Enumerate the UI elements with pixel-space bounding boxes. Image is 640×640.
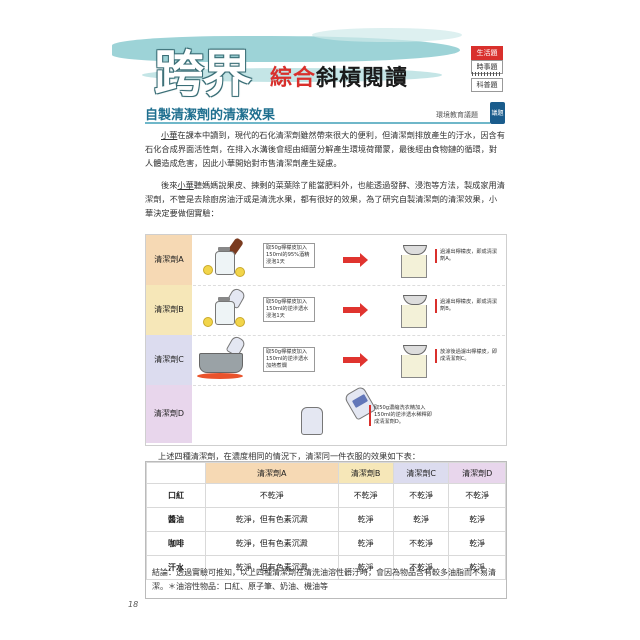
lemon-icon (203, 265, 213, 275)
result-note-b: 過濾出檸檬皮，即成清潔劑B。 (435, 299, 500, 313)
page-number: 18 (128, 600, 139, 609)
topic-icon-text: 議題 (491, 110, 504, 117)
step-note-c: 取50g檸檬皮加入150ml的逆滲透水加熱煮爛 (263, 347, 315, 372)
section-title: 自製清潔劑的清潔效果 (145, 108, 276, 123)
step-note-a: 取50g檸檬皮加入150ml的95%酒精浸泡1天 (263, 243, 315, 268)
results-table-wrapper: 清潔劑A 清潔劑B 清潔劑C 清潔劑D 口紅 不乾淨 不乾淨 不乾淨 不乾淨 醬… (145, 461, 507, 599)
row-area-b: 取50g檸檬皮加入150ml的逆滲透水浸泡1天 過濾出檸檬皮，即成清潔劑B。 (193, 285, 505, 336)
table-cell: 不乾淨 (392, 531, 450, 556)
underlined-name: 小華 (177, 180, 194, 190)
lemon-icon (203, 317, 213, 327)
tag-science: 科普題 (471, 78, 503, 92)
result-note-a: 過濾出檸檬皮，即成清潔劑A。 (435, 249, 500, 263)
banner-big-title: 跨界 (154, 44, 252, 103)
table-row: 醬油 乾淨，但有色素沉澱 乾淨 乾淨 乾淨 (146, 507, 506, 532)
banner-sub-title-red: 綜合 (270, 65, 317, 91)
table-cell: 乾淨 (448, 507, 506, 532)
experiment-figure: 清潔劑A 取50g檸檬皮加入150ml的95%酒精浸泡1天 過濾出檸檬皮，即成清… (145, 234, 507, 446)
paragraph-1: 小華在課本中讀到，現代的石化清潔劑雖然帶來很大的便利，但清潔劑排放產生的汙水，因… (145, 128, 505, 170)
table-cell: 乾淨 (448, 531, 506, 556)
brush-stroke-decoration (142, 68, 442, 82)
table-row-header: 汗水 (146, 555, 206, 580)
beaker-icon (401, 305, 427, 328)
strainer-icon (403, 245, 427, 255)
row-area-a: 取50g檸檬皮加入150ml的95%酒精浸泡1天 過濾出檸檬皮，即成清潔劑A。 (193, 235, 505, 286)
table-cell: 乾淨，但有色素沉澱 (205, 531, 339, 556)
strainer-icon (403, 345, 427, 355)
glass-jar-icon (301, 407, 323, 435)
table-row-header: 醬油 (146, 507, 206, 532)
paragraph-text: 聽媽媽說果皮、揀剩的菜葉除了能當肥料外，也能透過發酵、浸泡等方法，製成家用清潔劑… (145, 180, 505, 218)
table-header-cell: 清潔劑C (392, 462, 450, 484)
ruler-decoration (472, 72, 500, 76)
results-table: 清潔劑A 清潔劑B 清潔劑C 清潔劑D 口紅 不乾淨 不乾淨 不乾淨 不乾淨 醬… (146, 462, 506, 580)
table-cell: 乾淨 (448, 555, 506, 580)
tag-life: 生活題 (471, 46, 503, 60)
table-header-cell: 清潔劑A (205, 462, 339, 484)
table-row-header: 口紅 (146, 483, 206, 508)
arrow-icon (343, 303, 368, 317)
row-label-c: 清潔劑C (146, 335, 192, 386)
row-area-d: 取50g濃縮洗衣精加入150ml的逆滲透水稀釋即成清潔劑D。 (193, 385, 505, 443)
table-cell: 乾淨，但有色素沉澱 (205, 507, 339, 532)
lemon-icon (235, 317, 245, 327)
banner-sub-title-rest: 斜槓閱讀 (316, 65, 409, 91)
table-cell: 乾淨 (337, 531, 394, 556)
table-header-row: 清潔劑A 清潔劑B 清潔劑C 清潔劑D (146, 462, 506, 484)
jar-icon (215, 301, 235, 325)
paragraph-text: 在課本中讀到，現代的石化清潔劑雖然帶來很大的便利，但清潔劑排放產生的汙水，因含有… (145, 130, 505, 168)
table-cell: 乾淨，但有色素沉澱 (205, 555, 339, 580)
lemon-icon (235, 267, 245, 277)
table-cell: 乾淨 (392, 507, 450, 532)
table-header-cell (146, 462, 206, 484)
beaker-icon (401, 355, 427, 378)
arrow-icon (343, 253, 368, 267)
underlined-name: 小華 (161, 130, 178, 140)
flame-icon (197, 373, 243, 379)
row-label-a: 清潔劑A (146, 235, 192, 286)
table-row: 咖啡 乾淨，但有色素沉澱 乾淨 不乾淨 乾淨 (146, 531, 506, 556)
jar-lid-icon (218, 297, 230, 301)
cooking-pot-icon (199, 353, 243, 373)
row-label-d: 清潔劑D (146, 385, 192, 444)
fish-icon: 議題 (490, 102, 505, 124)
strainer-icon (403, 295, 427, 305)
table-cell: 乾淨 (337, 555, 394, 580)
table-row-header: 咖啡 (146, 531, 206, 556)
table-cell: 不乾淨 (337, 483, 394, 508)
table-row: 汗水 乾淨，但有色素沉澱 乾淨 不乾淨 乾淨 (146, 555, 506, 580)
section-divider (145, 122, 490, 124)
table-cell: 乾淨 (337, 507, 394, 532)
table-row: 口紅 不乾淨 不乾淨 不乾淨 不乾淨 (146, 483, 506, 508)
paragraph-text: 後來 (161, 180, 178, 190)
step-note-b: 取50g檸檬皮加入150ml的逆滲透水浸泡1天 (263, 297, 315, 322)
table-cell: 不乾淨 (392, 483, 450, 508)
jar-icon (215, 251, 235, 275)
jar-lid-icon (218, 247, 230, 251)
table-cell: 不乾淨 (448, 483, 506, 508)
topic-label: 環境教育議題 (436, 111, 478, 119)
paragraph-2: 後來小華聽媽媽說果皮、揀剩的菜葉除了能當肥料外，也能透過發酵、浸泡等方法，製成家… (145, 178, 505, 220)
row-label-b: 清潔劑B (146, 285, 192, 336)
banner: 跨界 綜合斜槓閱讀 (112, 22, 470, 103)
brush-stroke-decoration (312, 28, 462, 42)
step-note-d: 取50g濃縮洗衣精加入150ml的逆滲透水稀釋即成清潔劑D。 (369, 405, 434, 426)
banner-sub-title: 綜合斜槓閱讀 (270, 60, 408, 92)
beaker-icon (401, 255, 427, 278)
conclusion-text: 結論：透過實驗可推知，以上四種清潔劑在清洗油溶性髒汙時，會因為物品含有較多油脂而… (152, 568, 496, 591)
table-header-cell: 清潔劑B (337, 462, 394, 484)
arrow-icon (343, 353, 368, 367)
table-header-cell: 清潔劑D (448, 462, 506, 484)
table-cell: 不乾淨 (392, 555, 450, 580)
results-intro: 上述四種清潔劑，在濃度相同的情況下，清潔同一件衣服的效果如下表： (158, 451, 421, 461)
row-area-c: 取50g檸檬皮加入150ml的逆滲透水加熱煮爛 放涼後過濾出檸檬皮，即成清潔劑C… (193, 334, 505, 386)
result-note-c: 放涼後過濾出檸檬皮，即成清潔劑C。 (435, 349, 502, 363)
table-cell: 不乾淨 (205, 483, 339, 508)
